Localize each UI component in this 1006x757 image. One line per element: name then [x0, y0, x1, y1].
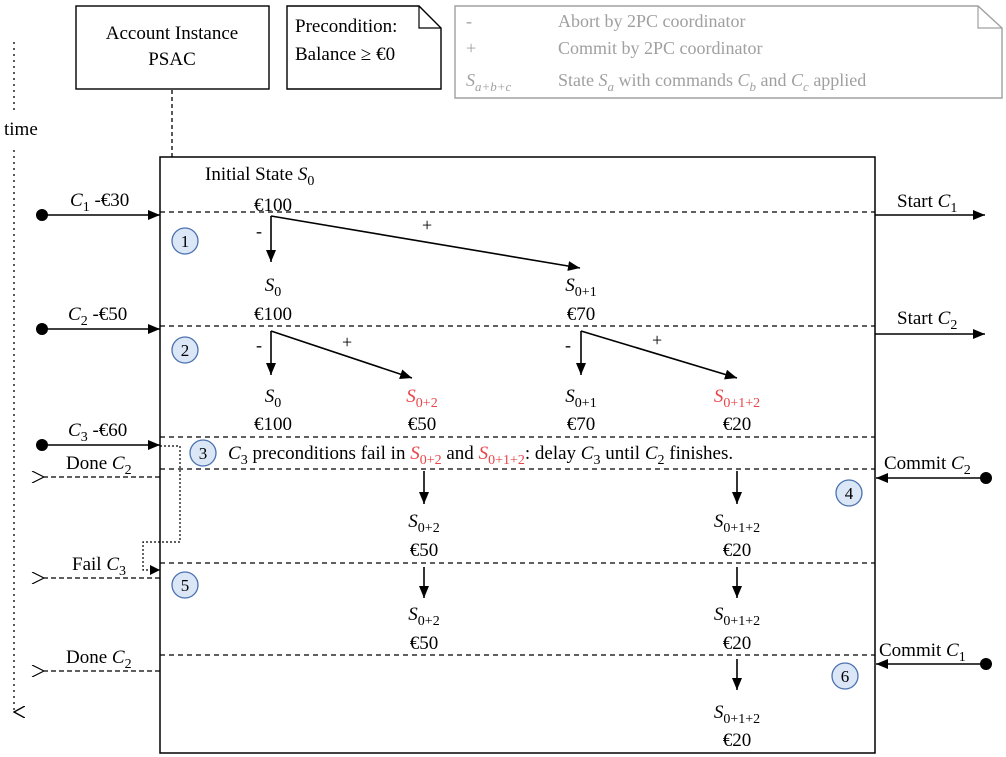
step-1-marker: 1 [171, 227, 199, 255]
svg-text:6: 6 [841, 667, 850, 686]
branch-s0-commit-arrow-2 [270, 330, 413, 379]
output-done-c2-second: Done C2 [44, 647, 160, 672]
step-2-marker: 2 [171, 336, 199, 364]
time-label: time [4, 119, 38, 140]
initial-state-label: Initial State S0 [205, 164, 314, 189]
step3-note: C3 preconditions fail in S0+2 and S0+1+2… [228, 443, 733, 468]
step-markers: 1 2 3 4 5 6 [171, 227, 863, 690]
commit-label: + [422, 215, 432, 235]
svg-text:5: 5 [181, 576, 190, 595]
output-fail-c3-label: Fail C3 [72, 554, 126, 579]
abort-label-2: - [256, 335, 262, 355]
event-lines [160, 211, 875, 656]
account-instance-name: PSAC [148, 49, 196, 70]
account-instance-box: Account Instance PSAC [75, 5, 270, 90]
output-done-c2-first: Done C2 [44, 453, 160, 478]
state-r2-s01: S0+1 [565, 386, 596, 411]
legend-box: - Abort by 2PC coordinator + Commit by 2… [454, 5, 1003, 99]
step-3-marker: 3 [189, 439, 217, 467]
legend-abort-text: Abort by 2PC coordinator [558, 11, 745, 31]
state-r3-s02-value: €50 [410, 540, 439, 561]
branch-step1: - + [256, 215, 581, 271]
input-c2-label: C2 -€50 [68, 304, 127, 329]
input-c2: C2 -€50 [36, 304, 160, 335]
state-r2-s012-value: €20 [723, 414, 752, 435]
state-r3-s02: S0+2 [408, 511, 439, 536]
step-4-marker: 4 [835, 479, 863, 507]
precondition-rule: Balance ≥ €0 [295, 44, 395, 65]
state-r4-s012: S0+1+2 [714, 604, 760, 629]
commit-label-2: + [342, 332, 352, 352]
commit-c1-label: Commit C1 [879, 640, 966, 665]
branch-s01-commit-arrow [580, 330, 738, 380]
state-s01: S0+1 [565, 275, 596, 300]
state-r2-s012: S0+1+2 [714, 386, 760, 411]
state-s0: S0 [265, 275, 282, 300]
input-commit-c2: Commit C2 [876, 453, 992, 484]
legend-state-symbol: Sa+b+c [466, 70, 512, 94]
state-r2-s02-value: €50 [408, 414, 437, 435]
initial-state-value: €100 [254, 195, 292, 216]
output-start-c1-label: Start C1 [897, 191, 957, 216]
precondition-title: Precondition: [295, 16, 397, 37]
state-r5-s012: S0+1+2 [714, 702, 760, 727]
state-r2-s0: S0 [265, 386, 282, 411]
input-c3: C3 -€60 [36, 420, 160, 451]
commit-c2-label: Commit C2 [884, 453, 971, 478]
precondition-note: Precondition: Balance ≥ €0 [286, 5, 442, 90]
c3-delay-path [142, 445, 181, 571]
output-done-c2-second-label: Done C2 [66, 647, 132, 672]
svg-text:1: 1 [181, 232, 190, 251]
state-r2-s01-value: €70 [567, 414, 596, 435]
svg-text:2: 2 [181, 341, 190, 360]
state-r4-s012-value: €20 [723, 633, 752, 654]
input-c1: C1 -€30 [36, 190, 160, 221]
state-r3-s012: S0+1+2 [714, 511, 760, 536]
abort-label: - [256, 221, 262, 241]
output-fail-c3: Fail C3 [44, 554, 160, 579]
state-r5-s012-value: €20 [723, 730, 752, 751]
input-c1-label: C1 -€30 [70, 190, 129, 215]
state-r2-s0-value: €100 [254, 414, 292, 435]
commit-label-3: + [652, 330, 662, 350]
branch-step2: - + - + [256, 330, 738, 380]
svg-text:3: 3 [199, 444, 208, 463]
input-commit-c1: Commit C1 [876, 640, 992, 670]
svg-text:4: 4 [845, 484, 854, 503]
state-s01-value: €70 [567, 304, 596, 325]
legend-state-text: State Sa with commands Cb and Cc applied [558, 70, 866, 94]
account-instance-label: Account Instance [106, 23, 238, 44]
abort-label-3: - [565, 335, 571, 355]
legend-commit-symbol: + [466, 38, 476, 58]
output-start-c2-label: Start C2 [897, 308, 957, 333]
legend-commit-text: Commit by 2PC coordinator [558, 38, 763, 58]
input-c3-label: C3 -€60 [68, 420, 127, 445]
state-s0-value: €100 [254, 304, 292, 325]
state-r4-s02-value: €50 [410, 633, 439, 654]
branch-s0-commit-arrow [270, 215, 581, 271]
state-r2-s02: S0+2 [406, 386, 437, 411]
row1-states: S0 €100 S0+1 €70 [254, 275, 597, 325]
output-start-c1: Start C1 [875, 191, 985, 220]
legend-abort-symbol: - [466, 11, 472, 31]
state-r3-s012-value: €20 [723, 540, 752, 561]
step-5-marker: 5 [171, 571, 199, 599]
output-start-c2: Start C2 [875, 308, 985, 339]
c3-delay-arrowhead [150, 565, 160, 575]
row2-states: S0 €100 S0+2 €50 S0+1 €70 S0+1+2 €20 [254, 386, 760, 435]
instance-box [159, 156, 876, 754]
output-done-c2-first-label: Done C2 [66, 453, 132, 478]
state-r4-s02: S0+2 [408, 604, 439, 629]
step-6-marker: 6 [831, 662, 859, 690]
